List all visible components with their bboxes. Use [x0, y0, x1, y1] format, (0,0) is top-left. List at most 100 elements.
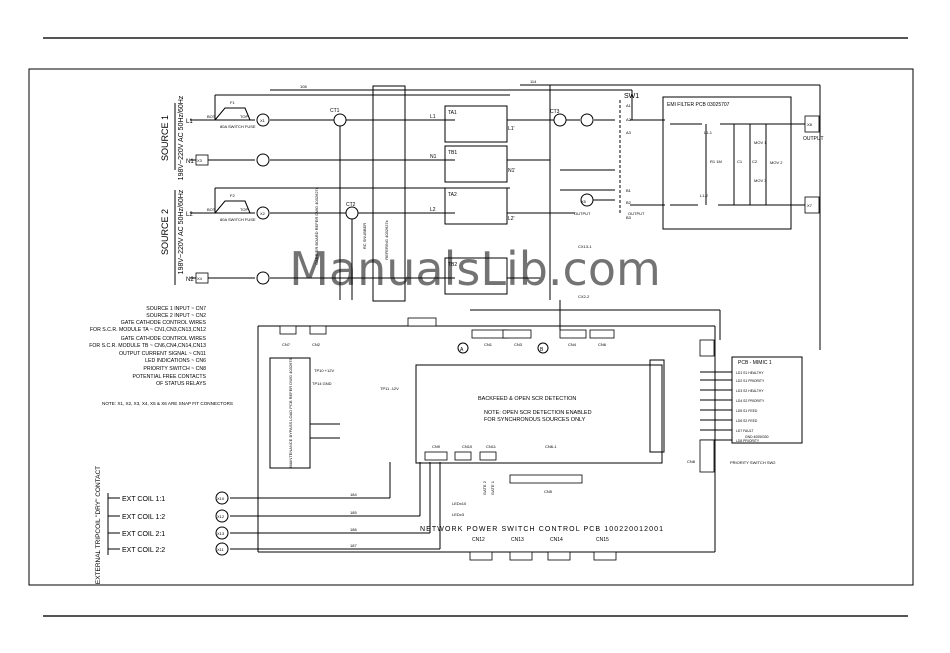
module-ta1-in: L1: [430, 114, 436, 120]
line-l1-label: L1: [186, 119, 193, 125]
legend-5: FOR S.C.R. MODULE TB ~ CN6,CN4,CN14,CN13: [89, 343, 206, 349]
ledx3-label: LEDx3: [452, 512, 465, 517]
led-item-0: LD1 S1 HEALTHY: [736, 371, 764, 375]
ext-wire-184: 184: [350, 492, 357, 497]
sw1-b1: B1: [626, 188, 632, 193]
module-ta1-out: L1': [508, 126, 515, 132]
cn4-label: CN4: [568, 342, 577, 347]
module-tb2: TB2: [448, 262, 457, 268]
line-n1-label: N1: [186, 159, 194, 165]
refering-label: REFERING 4032627x: [384, 220, 389, 259]
ext-terminal-x10: X10: [217, 496, 225, 501]
terminal-x1: X1: [260, 118, 266, 123]
ext-wire-185: 185: [350, 510, 357, 515]
cn8-label: CN8: [687, 459, 696, 464]
cn14-label: CN14: [550, 537, 563, 543]
wire-114: 114: [530, 79, 537, 84]
emi-mov1: MOV 1: [754, 140, 767, 145]
emi-mov2: MOV 2: [770, 160, 783, 165]
fuse1-label: 80A SWITCH FUSE: [220, 124, 256, 129]
led-item-6: LD7 FAULT: [736, 429, 753, 433]
terminal-x4: X4: [197, 276, 203, 281]
diagram-frame: [28, 68, 914, 586]
led-pcb-title: PCB - MIMIC 1: [738, 360, 772, 366]
emi-output: OUTPUT: [803, 136, 824, 142]
wire-108: 108: [300, 84, 307, 89]
led-item-4: LD5 S1 FEED: [736, 409, 758, 413]
led-item-2: LD3 S2 HEALTHY: [736, 389, 764, 393]
rc-snubber-label: RC SNUBBER: [362, 223, 367, 249]
emi-c1: C1: [737, 159, 743, 164]
emi-mov3: MOV 3: [754, 178, 767, 183]
legend-2: GATE CATHODE CONTROL WIRES: [121, 320, 207, 326]
cn3-label: CN3: [514, 342, 523, 347]
cn12-label: CN12: [472, 537, 485, 543]
led-item-3: LD4 S2 PRIORITY: [736, 399, 765, 403]
emi-x8: X8: [807, 122, 813, 127]
cn7-label: CN7: [282, 342, 291, 347]
circle-a: A: [460, 347, 464, 353]
legend-7: LED INDICATIONS ~ CN6: [145, 358, 206, 364]
cn13-label: CN13: [511, 537, 524, 543]
ct3-label: CT3: [550, 109, 560, 115]
output-x5-label: OUTPUT: [574, 211, 591, 216]
gate1-label: GATE 1: [490, 480, 495, 495]
control-note2: FOR SYNCHRONOUS SOURCES ONLY: [484, 417, 586, 423]
sw1-a1: A1: [626, 103, 632, 108]
source2-voltage: 198V~220V AC 50Hz/60Hz: [178, 189, 185, 274]
module-tb1: TB1: [448, 150, 457, 156]
module-ta2-out: L2': [508, 216, 515, 222]
legend-9: POTENTIAL FREE CONTACTS: [133, 374, 207, 380]
led-item-1: LD2 S1 PRIORITY: [736, 379, 765, 383]
ct2-label: CT2: [346, 202, 356, 208]
cn11-label: CN11: [486, 444, 497, 449]
control-pcb-title: NETWORK POWER SWITCH CONTROL PCB 1002200…: [420, 526, 664, 533]
terminal-x3: X3: [197, 158, 203, 163]
gate2-label: GATE 2: [482, 480, 487, 495]
emi-c2: C2: [752, 159, 758, 164]
ext-coil-1-2: EXT COIL 1:2: [122, 514, 165, 521]
module-ta2: TA2: [448, 192, 457, 198]
sw1-a2: A2: [626, 117, 632, 122]
emi-x7: X7: [807, 203, 813, 208]
fuse1-bot: BOT: [207, 114, 216, 119]
emi-l11: L1-1: [704, 130, 713, 135]
legend-3: FOR S.C.R. MODULE TA ~ CN1,CN3,CN13,CN12: [90, 327, 206, 333]
tp14: TP14 GND: [312, 381, 332, 386]
cn10-label: CN10: [462, 444, 473, 449]
cn6-label: CN6: [598, 342, 607, 347]
output-x6-label: OUTPUT: [628, 211, 645, 216]
detect-label: BACKFEED & OPEN SCR DETECTION: [478, 396, 576, 402]
ext-wire-186: 186: [350, 527, 357, 532]
module-tb1-in: N1: [430, 154, 437, 160]
led-item-5: LD6 S2 FEED: [736, 419, 758, 423]
legend-8: PRIORITY SWITCH ~ CN8: [143, 366, 206, 372]
fuse1-top: TOP: [240, 114, 248, 119]
cn1-label: CN1: [484, 342, 493, 347]
fuse2-bot: BOT: [207, 207, 216, 212]
line-n2-label: N2: [186, 277, 194, 283]
carrier-board-label: CARRIER BOARD REFER DWG 4032627x: [314, 187, 319, 265]
sw1-a3: A3: [626, 130, 632, 135]
fuse2-id: F2: [230, 193, 235, 198]
led-pcb-part: GND 40050330: [745, 435, 769, 439]
legend-10: OF STATUS RELAYS: [156, 381, 206, 387]
line-l2-label: L2: [186, 212, 193, 218]
fuse2-label: 80A SWITCH FUSE: [220, 217, 256, 222]
ext-side-label: EXTERNAL TRIPCOIL "DRY" CONTACT: [95, 466, 102, 584]
ext-coil-1-1: EXT COIL 1:1: [122, 496, 165, 503]
cn5-label: CN5: [544, 489, 553, 494]
sw1-b3: B3: [626, 215, 632, 220]
ext-terminal-x12: X12: [217, 514, 225, 519]
legend-6: OUTPUT CURRENT SIGNAL ~ CN11: [119, 351, 206, 357]
cn9-label: CN9: [432, 444, 441, 449]
module-ta2-in: L2: [430, 207, 436, 213]
emi-title: EMI FILTER PCB 03025707: [667, 102, 730, 108]
ext-terminal-x11: X11: [217, 547, 225, 552]
wire-cx2-2: CX2-2: [578, 294, 590, 299]
led-item-7: LD8 PRIORITY: [736, 439, 760, 443]
ext-wire-187: 187: [350, 543, 357, 548]
ct1-label: CT1: [330, 108, 340, 114]
bypass-board-label: MAINTENANCE BYPASS LOAD PCB REFER DWG 40…: [288, 357, 293, 467]
